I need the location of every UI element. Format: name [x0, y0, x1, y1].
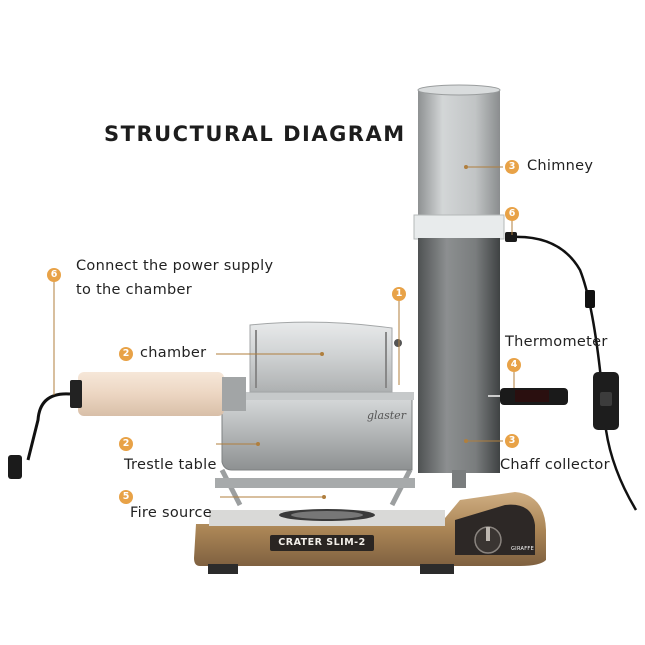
chimney	[413, 84, 505, 488]
cork-handle	[8, 372, 246, 479]
label-power-line1: Connect the power supply	[76, 258, 274, 274]
stove	[194, 492, 546, 574]
leader-dots	[256, 165, 468, 499]
badge-chaff: 3	[505, 434, 519, 448]
badge-chamber: 2	[119, 347, 133, 361]
diagram-title: STRUCTURAL DIAGRAM	[104, 122, 406, 146]
label-chaff: Chaff collector	[500, 457, 610, 473]
roaster-brand-mark: glaster	[367, 409, 406, 422]
thermometer-device	[488, 388, 568, 405]
roaster-drum	[249, 321, 402, 393]
stove-brand-mark: GIRAFFE	[511, 546, 535, 552]
badge-fire: 5	[119, 490, 133, 504]
label-trestle: Trestle table	[124, 457, 217, 473]
power-cable-right	[505, 232, 638, 511]
label-fire: Fire source	[130, 505, 212, 521]
label-thermometer: Thermometer	[505, 334, 608, 350]
badge-top-marker: 1	[392, 287, 406, 301]
badge-power-right: 6	[505, 207, 519, 221]
stove-model-label: CRATER SLIM-2	[270, 535, 374, 551]
leader-lines	[53, 166, 515, 498]
label-power-line2: to the chamber	[76, 282, 193, 298]
badge-thermometer: 4	[507, 358, 521, 372]
trestle-stand	[215, 468, 415, 507]
badge-chimney: 3	[505, 160, 519, 174]
label-chimney: Chimney	[527, 158, 594, 174]
roaster-body	[221, 392, 414, 471]
badge-power: 6	[47, 268, 61, 282]
badge-trestle: 2	[119, 437, 133, 451]
label-chamber: chamber	[140, 345, 207, 361]
